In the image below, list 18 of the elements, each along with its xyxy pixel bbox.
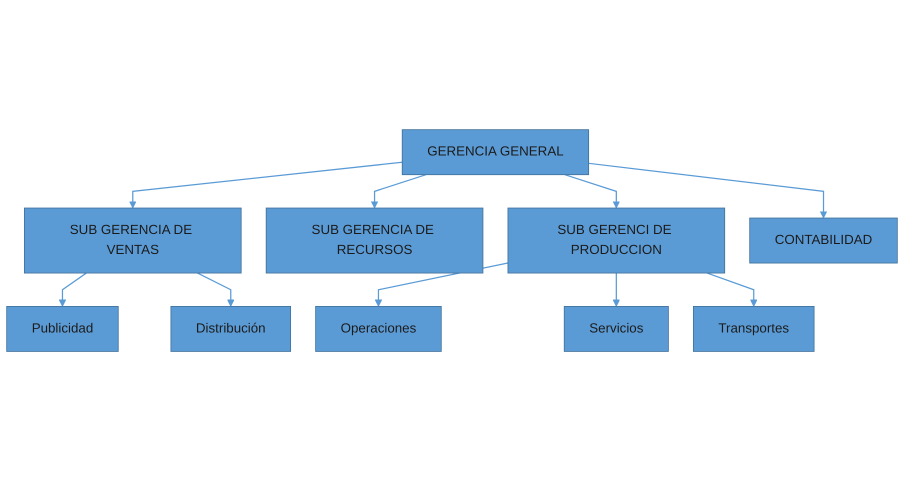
arrow bbox=[370, 174, 426, 209]
node-box: Transportes bbox=[692, 306, 814, 352]
node-box: Publicidad bbox=[6, 306, 119, 352]
node-box: Servicios bbox=[564, 306, 669, 352]
arrow bbox=[588, 163, 828, 219]
arrow bbox=[129, 162, 402, 209]
node-box: SUB GERENCI DE PRODUCCION bbox=[508, 208, 726, 274]
node-box: SUB GERENCIA DE RECURSOS bbox=[266, 208, 484, 274]
node-box: SUB GERENCIA DE VENTAS bbox=[24, 208, 242, 274]
arrow bbox=[564, 174, 620, 209]
node-box: Operaciones bbox=[315, 306, 442, 352]
arrow bbox=[58, 273, 87, 308]
arrow bbox=[706, 272, 758, 308]
node-box: Distribución bbox=[170, 306, 292, 352]
arrow bbox=[612, 274, 620, 308]
node-box: CONTABILIDAD bbox=[749, 218, 898, 264]
arrow bbox=[197, 272, 234, 308]
node-box: GERENCIA GENERAL bbox=[402, 130, 590, 176]
